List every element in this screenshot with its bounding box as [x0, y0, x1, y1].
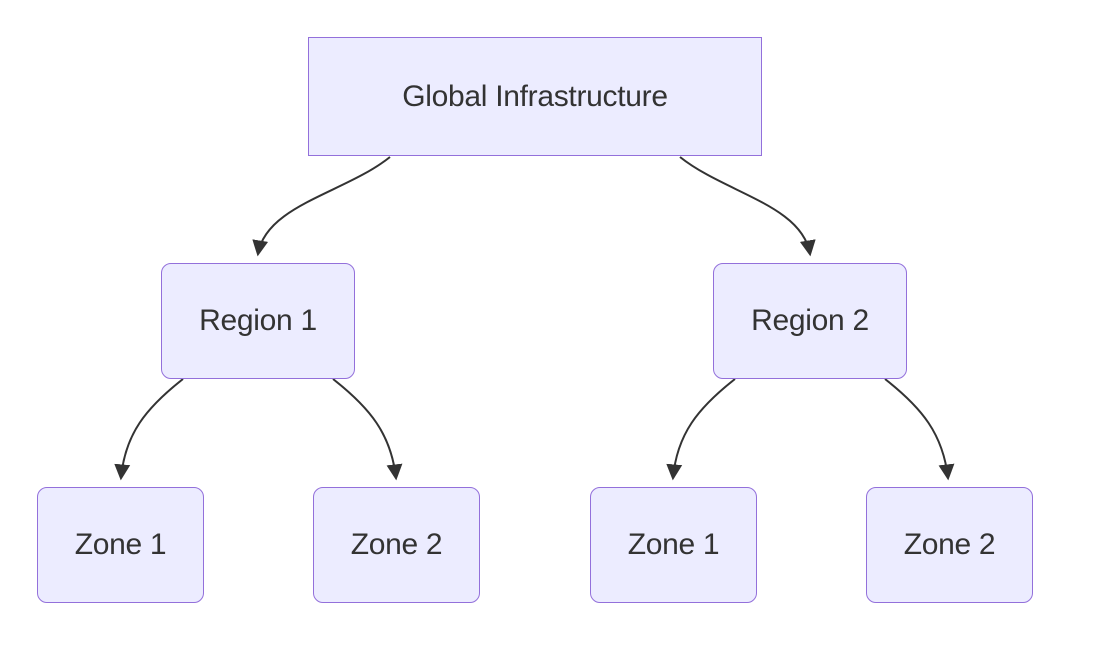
edge-region1-to-zone1 [114, 378, 184, 481]
node-region-2: Region 2 [713, 263, 907, 379]
node-global-infrastructure-label: Global Infrastructure [402, 79, 668, 113]
node-region2-zone-1: Zone 1 [590, 487, 757, 603]
edge-region2-to-zone2 [884, 378, 955, 481]
node-region1-zone-1: Zone 1 [37, 487, 204, 603]
edge-root-to-region2 [679, 156, 816, 257]
node-region-2-label: Region 2 [751, 304, 869, 337]
edge-region1-to-zone2 [332, 378, 403, 481]
node-region2-zone-1-label: Zone 1 [627, 528, 720, 561]
node-region2-zone-2: Zone 2 [866, 487, 1033, 603]
node-region1-zone-2-label: Zone 2 [350, 528, 443, 561]
node-region-1: Region 1 [161, 263, 355, 379]
edge-root-to-region1 [252, 156, 391, 257]
node-global-infrastructure: Global Infrastructure [308, 37, 762, 156]
edge-region2-to-zone1 [666, 378, 736, 481]
node-region1-zone-2: Zone 2 [313, 487, 480, 603]
node-region1-zone-1-label: Zone 1 [74, 528, 167, 561]
node-region-1-label: Region 1 [199, 304, 317, 337]
node-region2-zone-2-label: Zone 2 [903, 528, 996, 561]
